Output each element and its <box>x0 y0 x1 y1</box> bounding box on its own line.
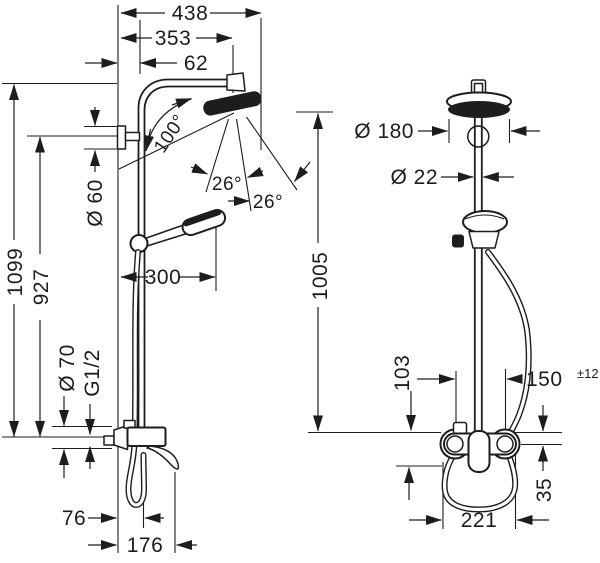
front-view-reference-lines <box>296 111 562 529</box>
spray-angle-inner-label: 26° <box>212 174 242 195</box>
riser-diameter-label: Ø 22 <box>390 166 438 189</box>
escutcheon-diameter-label: Ø 70 <box>56 344 79 392</box>
dim-mixer-height: 103 <box>391 355 416 500</box>
mixer-valve-front <box>439 421 521 473</box>
spray-angle-outer-label: 26° <box>253 192 283 213</box>
riser-and-arm <box>137 78 230 429</box>
head-tilt-angle-label: 100° <box>150 111 191 157</box>
dim-connection-thread: G1/2 <box>81 349 104 469</box>
dim-total-height: 1099 <box>4 84 27 437</box>
riser-height-label: 1005 <box>309 252 332 301</box>
connection-drop-label: 35 <box>533 478 556 502</box>
dim-head-reach: 353 <box>120 27 233 50</box>
riser-front <box>467 117 490 434</box>
dim-wall-to-riser: 62 <box>85 52 208 75</box>
dim-riser-diameter: Ø 22 <box>390 166 514 189</box>
hose-side <box>125 249 148 509</box>
total-reach-label: 438 <box>172 2 209 25</box>
dim-head-diameter: Ø 180 <box>354 120 540 143</box>
head-reach-label: 353 <box>155 27 192 50</box>
dim-bracket-diameter: Ø 60 <box>84 107 117 227</box>
connection-tolerance-label: ±12 <box>577 366 599 381</box>
dim-connection-drop: 35 <box>533 405 556 502</box>
wall-to-riser-label: 62 <box>184 52 208 75</box>
overhead-shower-front <box>446 79 512 118</box>
dim-lever-reach: 176 <box>88 534 197 557</box>
side-view: 100° 26° 26° 438 353 62 <box>2 2 311 557</box>
total-height-label: 1099 <box>4 248 27 297</box>
dim-spray-angle-outer: 26° <box>228 161 311 213</box>
front-view: Ø 180 Ø 22 1005 103 150 ±12 <box>296 79 599 532</box>
side-view-reference-lines <box>2 5 262 553</box>
mixer-valve-side <box>103 419 180 470</box>
dim-bracket-height: 927 <box>30 136 53 437</box>
dim-hose-loop-width: 221 <box>409 509 549 532</box>
bracket-diameter-label: Ø 60 <box>84 179 107 227</box>
lever-reach-label: 176 <box>127 534 164 557</box>
hose-loop-width-label: 221 <box>461 509 498 532</box>
connection-spread-label: 150 <box>526 368 563 391</box>
mixer-height-label: 103 <box>391 355 414 392</box>
dim-total-reach: 438 <box>120 2 262 25</box>
handshower-front <box>452 210 508 249</box>
dim-hose-clearance: 76 <box>62 507 164 530</box>
dim-connection-spread: 150 ±12 <box>417 366 599 391</box>
overhead-shower-side <box>203 72 262 116</box>
bracket-height-label: 927 <box>30 269 53 306</box>
spray-cone <box>205 116 298 212</box>
wall-bracket <box>116 125 141 150</box>
connection-thread-label: G1/2 <box>81 349 104 397</box>
dim-riser-height: 1005 <box>309 113 332 432</box>
hose-front <box>441 249 532 513</box>
dim-spray-angle-inner: 26° <box>190 163 264 195</box>
handshower-side <box>129 208 227 253</box>
hose-clearance-label: 76 <box>62 507 86 530</box>
dim-handshower-reach: 300 <box>120 266 216 289</box>
handshower-reach-label: 300 <box>145 266 182 289</box>
head-diameter-label: Ø 180 <box>354 120 414 143</box>
dim-escutcheon-diameter: Ø 70 <box>52 344 112 478</box>
